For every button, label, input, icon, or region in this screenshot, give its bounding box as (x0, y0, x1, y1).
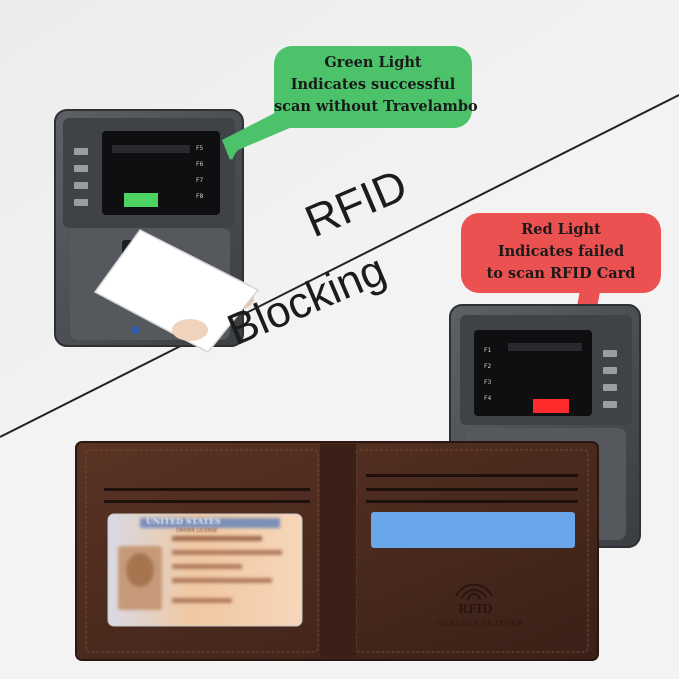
svg-text:F3: F3 (484, 379, 491, 386)
divider-line (0, 94, 679, 438)
id-card-header: UNITED STATES (146, 516, 221, 526)
svg-text:F2: F2 (484, 363, 491, 370)
hand-with-card (93, 229, 260, 353)
green-light-callout: Green Light Indicates successful scan wi… (274, 46, 478, 128)
blue-card (371, 512, 575, 548)
green-indicator-light (124, 193, 158, 207)
red-callout-line-2: Indicates failed (497, 243, 625, 260)
red-callout-line-3: to scan RFID Card (486, 265, 636, 282)
svg-text:F1: F1 (484, 347, 491, 354)
svg-text:F8: F8 (196, 193, 203, 200)
id-card-subheader: DRIVER LICENSE (176, 528, 218, 534)
white-rfid-card (93, 229, 260, 353)
id-card-window (107, 513, 303, 627)
svg-text:F6: F6 (196, 161, 203, 168)
rfid-stamp-icon (455, 583, 493, 601)
svg-text:F7: F7 (196, 177, 203, 184)
red-light-callout: Red Light Indicates failed to scan RFID … (461, 213, 661, 293)
svg-text:F5: F5 (196, 145, 203, 152)
green-callout-line-3: scan without Travelambo (274, 98, 478, 115)
wallet-stamp-brand: RFID (458, 602, 493, 616)
red-indicator-light (533, 399, 569, 413)
green-callout-line-2: Indicates successful (290, 76, 456, 93)
svg-text:F4: F4 (484, 395, 491, 402)
wallet-stamp-text: GENUINE LEATHER (436, 619, 524, 628)
green-callout-line-1: Green Light (324, 54, 422, 71)
rfid-wallet (75, 441, 599, 661)
red-callout-line-1: Red Light (521, 221, 601, 238)
